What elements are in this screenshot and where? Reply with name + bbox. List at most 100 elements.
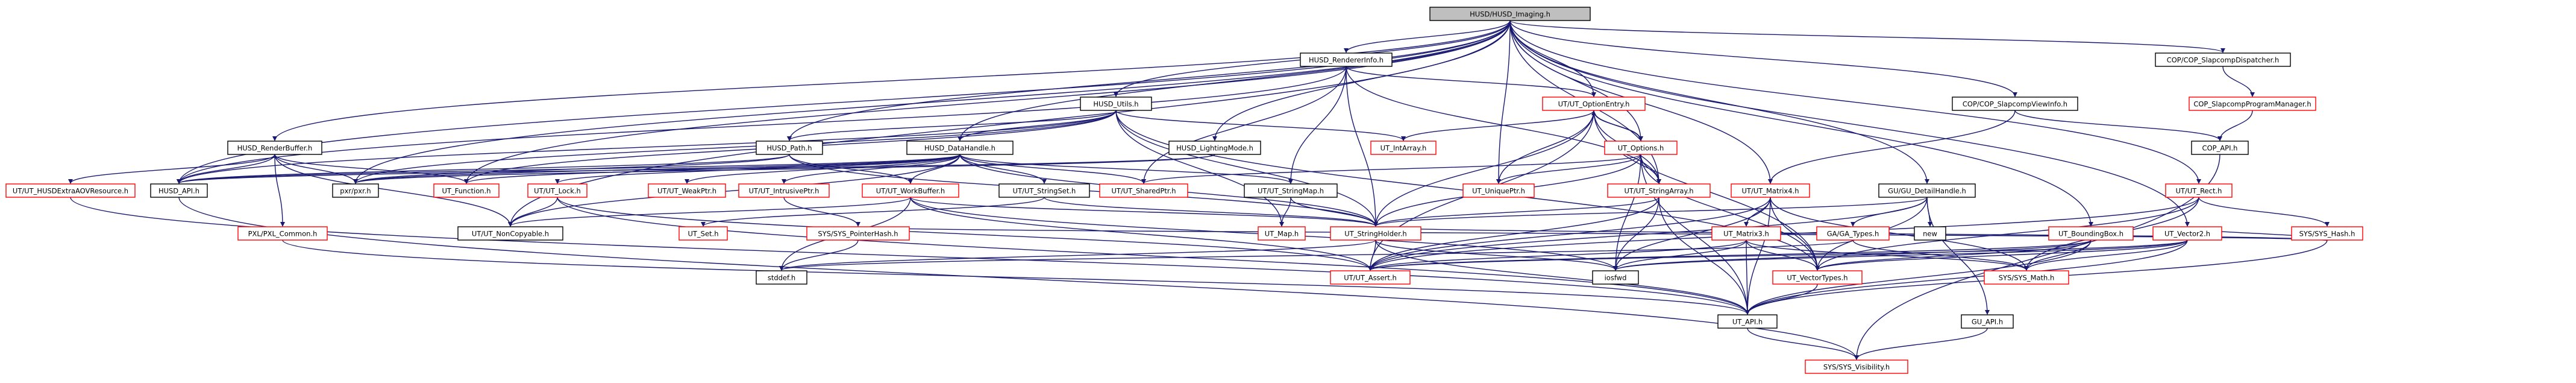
- node-box: [1429, 7, 1591, 21]
- node-box: [1607, 183, 1711, 198]
- node-ut-map[interactable]: UT_Map.h: [1258, 226, 1306, 241]
- node-intrusive-ptr[interactable]: UT/UT_IntrusivePtr.h: [738, 183, 830, 198]
- edge-matrix4-to-ut_assert: [1368, 197, 1771, 271]
- edge-string_set-to-ut_set: [701, 197, 1045, 227]
- node-detail-handle[interactable]: GU/GU_DetailHandle.h: [1878, 183, 1976, 198]
- node-data-handle[interactable]: HUSD_DataHandle.h: [906, 141, 1014, 155]
- edge-layer: [68, 20, 2330, 360]
- node-cop-program-mgr[interactable]: COP_SlapcompProgramManager.h: [2189, 97, 2316, 111]
- node-label: UT_API.h: [1732, 318, 1763, 326]
- node-renderer-info[interactable]: HUSD_RendererInfo.h: [1300, 52, 1393, 67]
- node-label: HUSD_DataHandle.h: [924, 144, 995, 153]
- node-box: [1731, 183, 1810, 198]
- node-box: [756, 141, 823, 155]
- edge-ut_options-to-string_array: [1640, 154, 1661, 184]
- node-sys-math[interactable]: SYS/SYS_Math.h: [1984, 270, 2069, 285]
- edge-ut_options-to-vector_types: [1640, 154, 1820, 271]
- node-ut-lock[interactable]: UT/UT_Lock.h: [527, 183, 588, 198]
- edge-ut_lock-to-ut_assert: [557, 197, 1373, 271]
- node-vector2[interactable]: UT_Vector2.h: [2152, 226, 2222, 241]
- node-pxr[interactable]: pxr/pxr.h: [332, 183, 379, 198]
- node-unique-ptr[interactable]: UT_UniquePtr.h: [1462, 183, 1535, 198]
- node-box: [678, 226, 728, 241]
- node-box: [998, 183, 1090, 198]
- node-render-buffer[interactable]: HUSD_RenderBuffer.h: [227, 141, 322, 155]
- edge-vector2-to-ut_api: [1745, 239, 2188, 315]
- node-stddef[interactable]: stddef.h: [756, 270, 807, 285]
- node-matrix3[interactable]: UT_Matrix3.h: [1711, 226, 1781, 241]
- node-int-array[interactable]: UT_IntArray.h: [1370, 141, 1437, 155]
- node-ut-rect[interactable]: UT/UT_Rect.h: [2165, 183, 2233, 198]
- edge-root-to-data_handle: [957, 20, 1511, 141]
- edge-detail_handle-to-gu_api: [1926, 197, 1990, 315]
- node-pointer-hash[interactable]: SYS/SYS_PointerHash.h: [806, 226, 910, 241]
- node-box: [527, 183, 588, 198]
- edge-work_buffer-to-non_copyable: [508, 197, 911, 227]
- node-sys-hash[interactable]: SYS/SYS_Hash.h: [2291, 226, 2363, 241]
- node-cop-viewinfo[interactable]: COP/COP_SlapcompViewInfo.h: [1952, 97, 2078, 111]
- node-string-map[interactable]: UT/UT_StringMap.h: [1244, 183, 1338, 198]
- node-box: [2155, 52, 2291, 67]
- edge-bounding_box-to-ut_api: [1745, 239, 2092, 315]
- node-husd-api[interactable]: HUSD_API.h: [150, 183, 208, 198]
- node-label: UT/UT_Matrix4.h: [1742, 187, 1799, 195]
- edge-bounding_box-to-ut_assert: [1368, 239, 2092, 271]
- node-box: [648, 183, 726, 198]
- node-label: HUSD_LightingMode.h: [1176, 144, 1253, 153]
- node-husd-utils[interactable]: HUSD_Utils.h: [1080, 97, 1152, 111]
- node-vector-types[interactable]: UT_VectorTypes.h: [1772, 270, 1863, 285]
- edge-data_handle-to-weak_ptr: [685, 154, 961, 184]
- node-ut-options[interactable]: UT_Options.h: [1604, 141, 1678, 155]
- node-bounding-box[interactable]: UT_BoundingBox.h: [2048, 226, 2134, 241]
- node-ut-assert[interactable]: UT/UT_Assert.h: [1330, 270, 1411, 285]
- node-pxl-common[interactable]: PXL/PXL_Common.h: [237, 226, 328, 241]
- node-cop-dispatcher[interactable]: COP/COP_SlapcompDispatcher.h: [2155, 52, 2291, 67]
- node-box: [1080, 97, 1152, 111]
- edge-matrix3-to-ut_api: [1744, 239, 1750, 315]
- edge-work_buffer-to-ut_assert: [910, 197, 1373, 271]
- node-label: UT/UT_OptionEntry.h: [1558, 100, 1630, 109]
- edge-bounding_box-to-iosfwd: [1613, 239, 2092, 271]
- node-option-entry[interactable]: UT/UT_OptionEntry.h: [1542, 97, 1646, 111]
- node-ut-function[interactable]: UT_Function.h: [433, 183, 500, 198]
- edge-root-to-bounding_box: [1509, 20, 2093, 227]
- node-lighting-mode[interactable]: HUSD_LightingMode.h: [1168, 141, 1261, 155]
- node-box: [738, 183, 830, 198]
- node-extra-aov[interactable]: UT/UT_HUSDExtraAOVResource.h: [5, 183, 136, 198]
- node-label: UT_VectorTypes.h: [1787, 274, 1847, 282]
- node-shared-ptr[interactable]: UT/UT_SharedPtr.h: [1099, 183, 1188, 198]
- node-label: UT/UT_StringArray.h: [1624, 187, 1693, 195]
- node-label: UT_Set.h: [688, 230, 718, 238]
- node-work-buffer[interactable]: UT/UT_WorkBuffer.h: [862, 183, 959, 198]
- edge-pointer_hash-to-sys_hash: [857, 226, 2329, 241]
- node-ut-set[interactable]: UT_Set.h: [678, 226, 728, 241]
- node-label: new: [1923, 230, 1937, 238]
- node-box: [1984, 270, 2069, 285]
- node-iosfwd[interactable]: iosfwd: [1592, 270, 1639, 285]
- node-box: [756, 270, 807, 285]
- node-cop-api[interactable]: COP_API.h: [2191, 141, 2249, 155]
- node-matrix4[interactable]: UT/UT_Matrix4.h: [1731, 183, 1810, 198]
- node-weak-ptr[interactable]: UT/UT_WeakPtr.h: [648, 183, 726, 198]
- node-new-h[interactable]: new: [1914, 226, 1946, 241]
- node-non-copyable[interactable]: UT/UT_NonCopyable.h: [457, 226, 563, 241]
- edge-data_handle-to-ut_lock: [555, 154, 961, 184]
- edge-data_handle-to-husd_api: [177, 154, 961, 184]
- node-label: GU/GU_DetailHandle.h: [1888, 187, 1966, 195]
- edge-render_buffer-to-pxr: [274, 154, 358, 184]
- node-ga-types[interactable]: GA/GA_Types.h: [1816, 226, 1890, 241]
- node-husd-path[interactable]: HUSD_Path.h: [756, 141, 823, 155]
- edge-husd_path-to-work_buffer: [789, 154, 913, 184]
- edge-ut_options-to-option_entry: [1591, 110, 1641, 142]
- node-string-holder[interactable]: UT_StringHolder.h: [1330, 226, 1421, 241]
- node-label: stddef.h: [768, 274, 795, 282]
- node-gu-api[interactable]: GU_API.h: [1961, 314, 2014, 329]
- node-ut-api[interactable]: UT_API.h: [1717, 314, 1778, 329]
- node-string-array[interactable]: UT/UT_StringArray.h: [1607, 183, 1711, 198]
- node-sys-visibility[interactable]: SYS/SYS_Visibility.h: [1805, 359, 1908, 374]
- node-label: UT/UT_StringMap.h: [1258, 187, 1324, 195]
- node-box: [1816, 226, 1890, 241]
- edge-ut_options-to-shared_ptr: [1141, 154, 1641, 184]
- node-string-set[interactable]: UT/UT_StringSet.h: [998, 183, 1090, 198]
